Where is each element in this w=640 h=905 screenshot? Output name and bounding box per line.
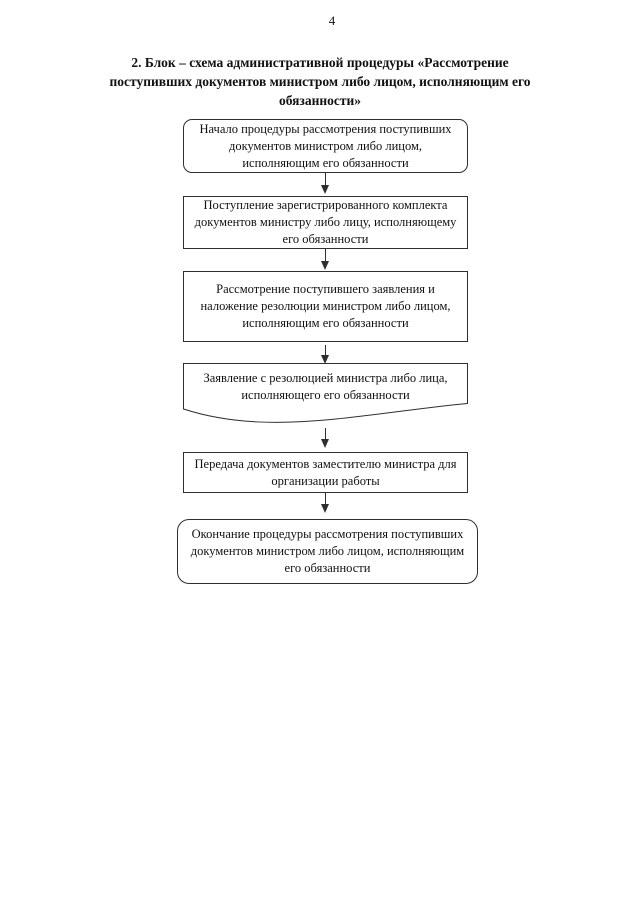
page-number: 4 xyxy=(328,13,336,28)
arrow-shaft xyxy=(324,493,326,504)
flow-node-start-label: Начало процедуры рассмотрения поступивши… xyxy=(199,121,452,170)
flow-node-end-label: Окончание процедуры рассмотрения поступи… xyxy=(190,527,465,575)
flow-arrow-5 xyxy=(320,493,330,513)
flow-node-transfer: Передача документов заместителю министра… xyxy=(183,452,468,493)
flow-node-start: Начало процедуры рассмотрения поступивши… xyxy=(183,119,468,173)
arrow-head-icon xyxy=(321,504,329,513)
arrow-head-icon xyxy=(321,261,329,270)
arrow-head-icon xyxy=(321,185,329,194)
flow-node-receipt-label: Поступление зарегистрированного комплект… xyxy=(194,198,457,246)
flow-arrow-2 xyxy=(320,249,330,270)
flow-node-review-label: Рассмотрение поступившего заявления и на… xyxy=(200,282,451,330)
arrow-shaft xyxy=(324,249,326,261)
arrow-shaft xyxy=(324,173,326,185)
section-title: 2. Блок – схема административной процеду… xyxy=(109,55,531,108)
flow-arrow-3 xyxy=(320,345,330,364)
arrow-shaft xyxy=(324,428,326,439)
arrow-head-icon xyxy=(321,355,329,364)
flow-arrow-1 xyxy=(320,173,330,194)
arrow-shaft xyxy=(324,345,326,355)
flow-node-document-label: Заявление с резолюцией министра либо лиц… xyxy=(203,371,448,402)
arrow-head-icon xyxy=(321,439,329,448)
flow-node-end: Окончание процедуры рассмотрения поступи… xyxy=(177,519,478,584)
flow-arrow-4 xyxy=(320,428,330,448)
flow-node-document: Заявление с резолюцией министра либо лиц… xyxy=(183,363,468,426)
flow-node-transfer-label: Передача документов заместителю министра… xyxy=(194,456,457,488)
flow-node-receipt: Поступление зарегистрированного комплект… xyxy=(183,196,468,249)
flow-node-review: Рассмотрение поступившего заявления и на… xyxy=(183,271,468,342)
document-shape-icon xyxy=(183,363,468,423)
